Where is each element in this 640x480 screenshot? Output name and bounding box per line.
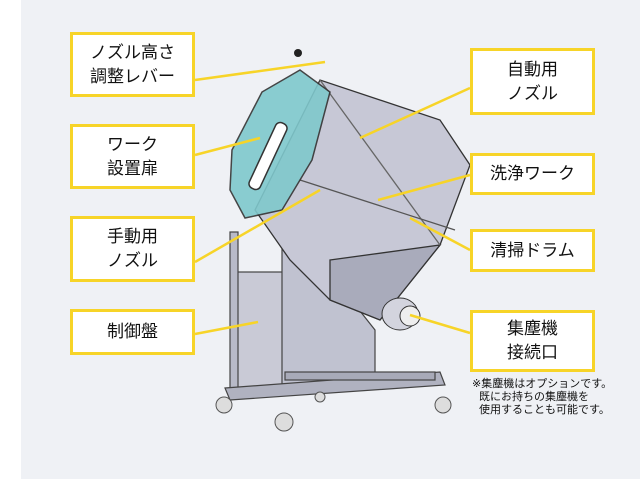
leader-lines (194, 60, 471, 336)
label-manual-nozzle: 手動用 ノズル (70, 216, 195, 282)
casters (215, 391, 452, 432)
option-note: ※集塵機はオプションです。 既にお持ちの集塵機を 使用することも可能です。 (472, 377, 613, 416)
label-control-panel: 制御盤 (70, 309, 195, 355)
dust-port (381, 297, 421, 331)
work-door (229, 69, 331, 219)
label-nozzle-lever: ノズル高さ 調整レバー (70, 32, 195, 97)
label-cleaning-drum: 清掃ドラム (470, 229, 595, 272)
label-dust-port: 集塵機 接続口 (470, 310, 595, 372)
lever-knob (294, 49, 302, 57)
label-auto-nozzle: 自動用 ノズル (470, 48, 595, 115)
label-work-door: ワーク 設置扉 (70, 124, 195, 189)
stand (224, 231, 446, 401)
label-wash-work: 洗浄ワーク (470, 153, 595, 195)
